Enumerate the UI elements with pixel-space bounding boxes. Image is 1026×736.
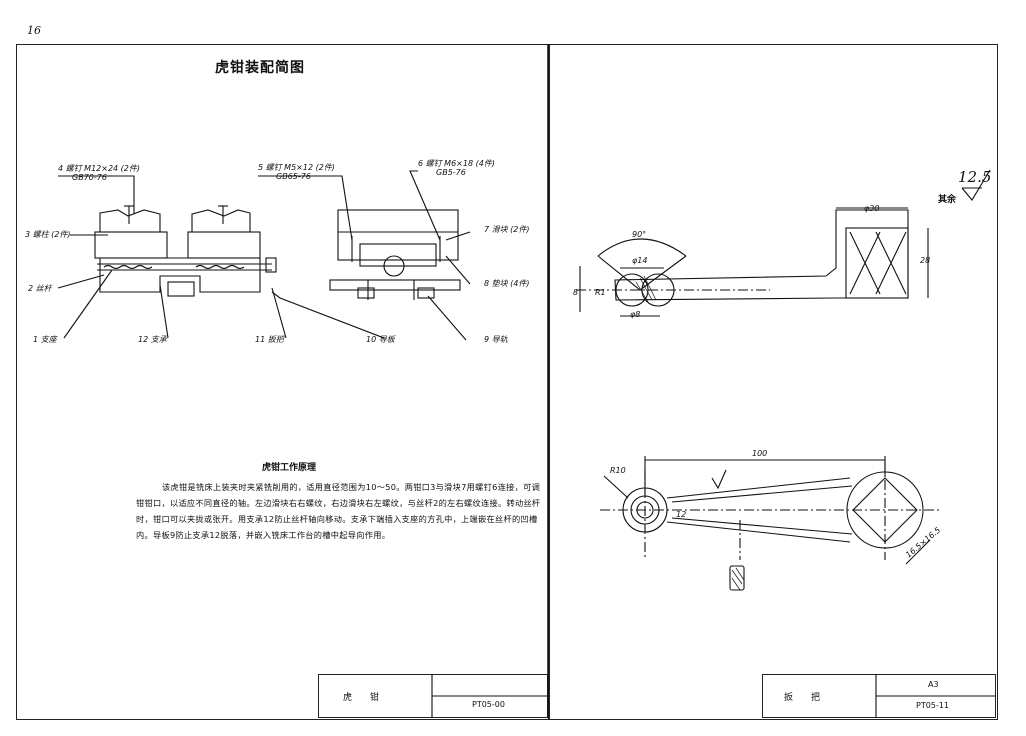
callout-1: 1 支座 <box>33 335 57 344</box>
callout-2: 2 丝杆 <box>28 284 52 293</box>
surface-roughness-note: 其余 <box>938 195 957 205</box>
dim-h12: 12 <box>676 510 687 519</box>
callout-9: 9 导轨 <box>484 335 508 344</box>
callout-12: 12 支承 <box>138 335 167 344</box>
callout-5: 5 螺钉 M5×12 (2件) <box>258 163 335 172</box>
left-drawing-sheet <box>16 44 550 720</box>
working-principle-text: 该虎钳是铣床上装夹时夹紧铣削用的，适用直径范围为10～50。两钳口3与滑块7用螺… <box>136 482 541 540</box>
callout-8: 8 垫块 (4件) <box>484 279 530 288</box>
page-number: 16 <box>27 24 41 37</box>
dim-angle: 90° <box>632 230 647 239</box>
callout-3: 3 螺柱 (2件) <box>25 230 71 239</box>
dim-a: 8 <box>573 288 579 297</box>
right-title-block-name: 扳 把 <box>784 693 821 703</box>
working-principle-title: 虎钳工作原理 <box>262 463 317 473</box>
dim-h28: 28 <box>920 256 931 265</box>
dim-d8: φ8 <box>630 310 641 319</box>
left-title-block-code: PT05-00 <box>472 700 505 709</box>
callout-6: 6 螺钉 M6×18 (4件) <box>418 159 495 168</box>
callout-6-std: GB5-76 <box>436 168 466 177</box>
assembly-title: 虎钳装配简图 <box>215 60 305 76</box>
dim-r10: R10 <box>610 466 626 475</box>
handle-side-view <box>576 169 991 317</box>
callout-10: 10 导板 <box>366 335 395 344</box>
right-title-block-code: PT05-11 <box>916 701 949 710</box>
dim-r1: R1 <box>595 288 606 297</box>
vise-front-view <box>57 175 385 339</box>
dim-length-100: 100 <box>752 449 768 458</box>
left-title-block-name: 虎 钳 <box>343 693 380 703</box>
handle-top-view <box>600 456 940 591</box>
vise-side-view <box>258 170 471 341</box>
callout-4: 4 螺钉 M12×24 (2件) <box>58 164 141 173</box>
callout-4-std: GB70-76 <box>72 173 107 182</box>
dim-d14: φ14 <box>632 256 648 265</box>
callout-7: 7 滑块 (2件) <box>484 225 530 234</box>
callout-11: 11 扳把 <box>255 335 284 344</box>
right-title-block-scale: A3 <box>928 680 939 689</box>
